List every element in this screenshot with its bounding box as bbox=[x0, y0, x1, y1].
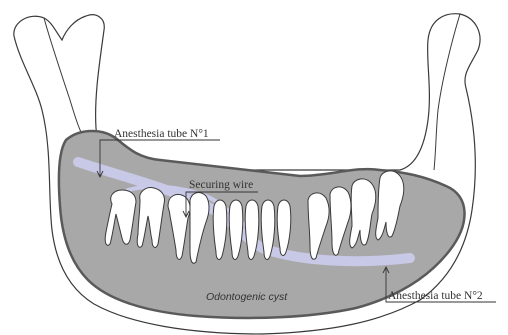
label-odontogenic-cyst: Odontogenic cyst bbox=[206, 291, 288, 303]
label-anesthesia-tube-1: Anesthesia tube N°1 bbox=[114, 128, 209, 140]
label-anesthesia-tube-2: Anesthesia tube N°2 bbox=[388, 290, 483, 302]
label-securing-wire: Securing wire bbox=[189, 179, 253, 191]
